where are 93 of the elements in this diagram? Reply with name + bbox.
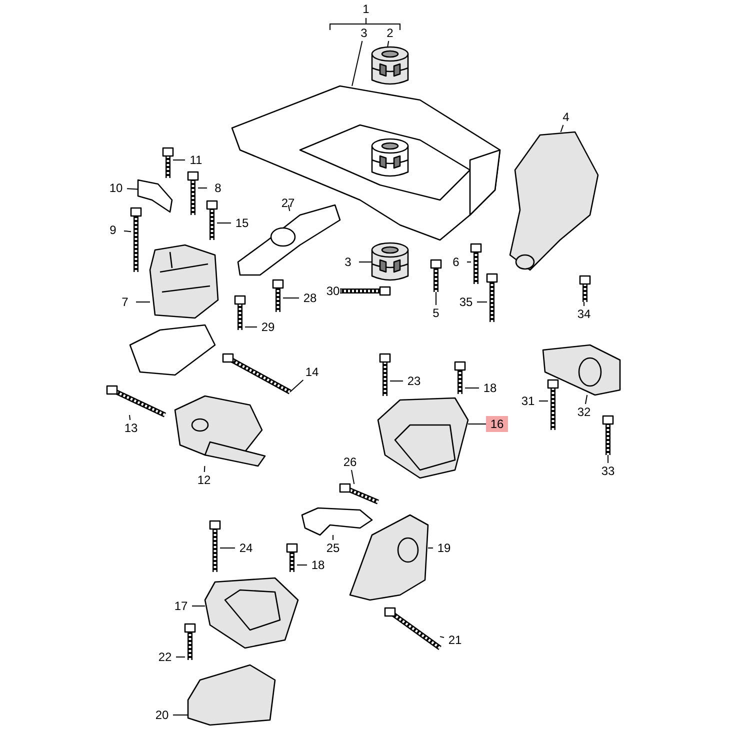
callout-number: 4 <box>555 109 577 125</box>
callout-number: 2 <box>379 25 401 41</box>
callout-number: 8 <box>207 180 229 196</box>
callout-number: 21 <box>444 632 466 648</box>
bracket-drawing <box>542 344 621 396</box>
callout-number: 29 <box>257 319 279 335</box>
leader-line <box>440 636 444 638</box>
callout-number: 22 <box>154 649 176 665</box>
callout-number: 16 <box>486 416 508 432</box>
leader-line <box>244 326 258 328</box>
bracket-drawing <box>349 514 429 601</box>
bolt-drawing <box>209 520 221 572</box>
callout-number: 9 <box>102 222 124 238</box>
bolt-drawing <box>470 243 482 284</box>
bolt-drawing <box>579 275 591 302</box>
bolt-drawing <box>206 200 218 240</box>
leader-line <box>352 40 363 86</box>
bolt-drawing <box>602 415 614 455</box>
bolt-drawing <box>106 385 166 418</box>
leader-line <box>124 230 132 232</box>
leader-line <box>176 656 186 658</box>
bushing-drawing <box>371 242 409 281</box>
engine-mount-drawing <box>204 577 299 649</box>
bolt-drawing <box>339 483 379 504</box>
leader-line <box>290 380 304 392</box>
callout-number: 19 <box>433 540 455 556</box>
bolt-drawing <box>184 623 196 660</box>
callout-number: 6 <box>445 254 467 270</box>
bolt-drawing <box>222 353 292 394</box>
callout-number: 30 <box>322 283 344 299</box>
bolt-drawing <box>272 279 284 312</box>
bolt-drawing <box>384 607 442 650</box>
engine-mount-drawing <box>377 397 469 479</box>
callout-number: 25 <box>322 540 344 556</box>
callout-number: 15 <box>231 215 253 231</box>
callout-number: 11 <box>185 152 207 168</box>
callout-number: 3 <box>337 254 359 270</box>
engine-mount-drawing <box>149 244 219 319</box>
callout-number: 27 <box>277 195 299 211</box>
callout-number: 34 <box>573 306 595 322</box>
callout-number: 18 <box>307 557 329 573</box>
callout-number: 13 <box>120 420 142 436</box>
leader-line <box>296 564 308 566</box>
leader-line <box>340 290 344 292</box>
leader-line <box>216 222 232 224</box>
leader-line <box>129 414 131 420</box>
leader-line <box>332 534 334 540</box>
callout-number: 20 <box>151 707 173 723</box>
leader-line <box>288 204 290 212</box>
callout-number: 14 <box>301 364 323 380</box>
bolt-drawing <box>340 286 391 296</box>
plate-drawing <box>137 179 173 213</box>
bolt-drawing <box>486 273 498 322</box>
leader-line <box>560 124 564 132</box>
leader-line <box>126 188 138 190</box>
leader-line <box>172 714 188 716</box>
bolt-drawing <box>162 147 174 178</box>
leader-line <box>538 400 548 402</box>
callout-number: 28 <box>299 290 321 306</box>
leader-line <box>584 394 588 404</box>
bolt-drawing <box>430 259 442 292</box>
bracket-drawing <box>187 664 276 726</box>
bolt-drawing <box>454 361 466 394</box>
callout-number: 12 <box>193 472 215 488</box>
callout-number: 35 <box>455 294 477 310</box>
callout-number: 32 <box>573 404 595 420</box>
bolt-drawing <box>547 379 559 430</box>
bolt-drawing <box>234 295 246 330</box>
callout-number: 24 <box>235 540 257 556</box>
callout-number: 31 <box>517 393 539 409</box>
callout-number: 26 <box>339 454 361 470</box>
bracket-drawing <box>509 131 599 271</box>
leader-line <box>351 470 355 484</box>
callout-number: 18 <box>479 380 501 396</box>
torque-arm-drawing <box>301 507 373 536</box>
bushing-drawing <box>371 46 409 85</box>
bolt-drawing <box>187 171 199 215</box>
bolt-drawing <box>130 207 142 272</box>
callout-number: 3 <box>353 25 375 41</box>
bolt-drawing <box>379 353 391 396</box>
callout-number: 7 <box>114 294 136 310</box>
leader-line <box>390 380 404 382</box>
gearbox-mount-drawing <box>174 395 266 467</box>
callout-number: 10 <box>105 180 127 196</box>
bolt-drawing <box>286 543 298 572</box>
callout-number: 1 <box>362 1 370 17</box>
callout-number: 33 <box>597 463 619 479</box>
leader-line <box>204 466 206 472</box>
callout-number: 17 <box>170 598 192 614</box>
subframe-drawing <box>231 85 501 241</box>
callout-number: 5 <box>425 305 447 321</box>
leader-line <box>387 40 390 48</box>
callout-number: 23 <box>403 373 425 389</box>
